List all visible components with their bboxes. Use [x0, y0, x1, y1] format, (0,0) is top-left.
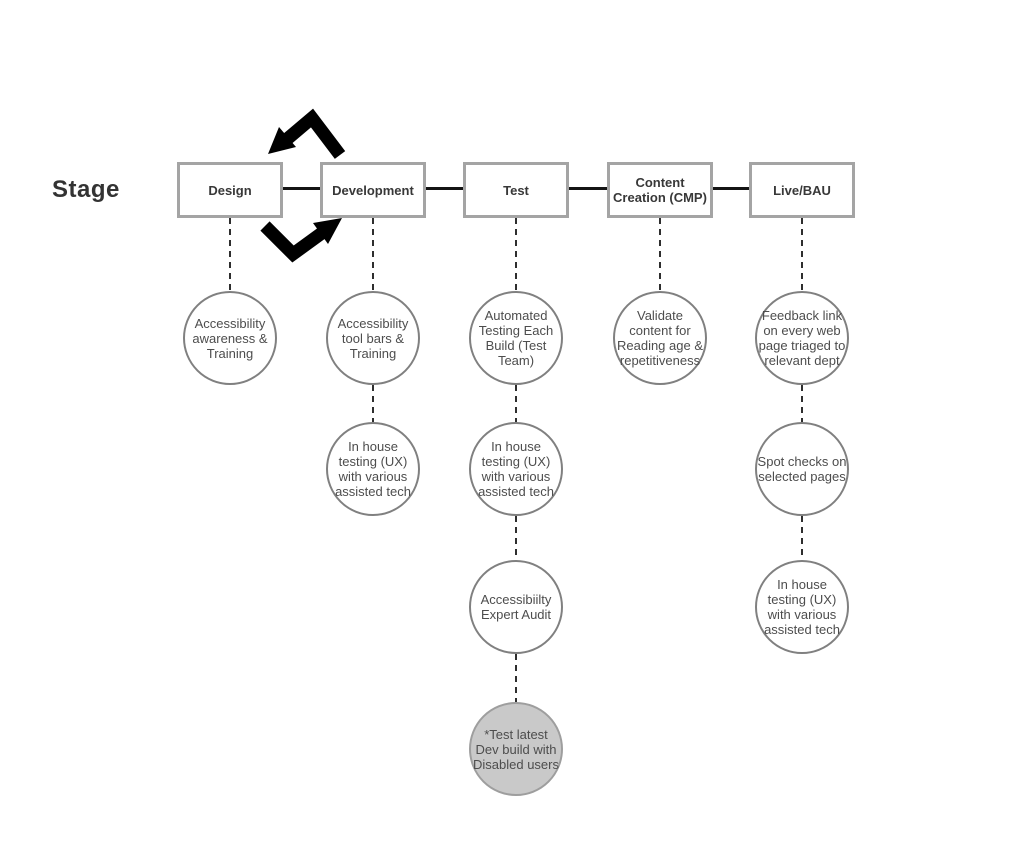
dashed-connector: [801, 218, 803, 291]
dashed-connector: [515, 516, 517, 560]
activity-circle-highlighted: *Test latest Dev build with Disabled use…: [469, 702, 563, 796]
loop-arrow-top-icon: [268, 108, 346, 159]
activity-circle-label: Feedback link on every web page triaged …: [758, 308, 846, 368]
stage-box-label: Design: [208, 182, 252, 198]
dashed-connector: [515, 654, 517, 702]
stage-box-test: Test: [463, 162, 569, 218]
stage-box-development: Development: [320, 162, 426, 218]
dashed-connector: [372, 218, 374, 291]
stage-connector-line: [569, 187, 607, 190]
stage-box-live-bau: Live/BAU: [749, 162, 855, 218]
dashed-connector: [659, 218, 661, 291]
activity-circle: In house testing (UX) with various assis…: [755, 560, 849, 654]
dashed-connector: [515, 218, 517, 291]
activity-circle: Spot checks on selected pages: [755, 422, 849, 516]
activity-circle-label: In house testing (UX) with various assis…: [335, 439, 411, 499]
activity-circle: Accessibility awareness & Training: [183, 291, 277, 385]
stage-box-content-creation-cmp: Content Creation (CMP): [607, 162, 713, 218]
activity-circle-label: *Test latest Dev build with Disabled use…: [473, 726, 559, 772]
loop-arrow-bottom-icon: [260, 218, 342, 263]
activity-circle: Accessibiilty Expert Audit: [469, 560, 563, 654]
activity-circle-label: Accessibility tool bars & Training: [337, 315, 409, 361]
activity-circle-label: Accessibility awareness & Training: [192, 315, 268, 361]
activity-circle: In house testing (UX) with various assis…: [326, 422, 420, 516]
stage-label: Stage: [52, 176, 120, 203]
stage-connector-line: [426, 187, 463, 190]
activity-circle-label: In house testing (UX) with various assis…: [478, 439, 554, 499]
activity-circle-label: In house testing (UX) with various assis…: [764, 577, 840, 637]
activity-circle: Feedback link on every web page triaged …: [755, 291, 849, 385]
stage-box-label: Live/BAU: [773, 182, 831, 198]
activity-circle-label: Validate content for Reading age & repet…: [616, 308, 703, 368]
dashed-connector: [372, 385, 374, 422]
activity-circle: Validate content for Reading age & repet…: [613, 291, 707, 385]
activity-circle-label: Accessibiilty Expert Audit: [480, 592, 552, 622]
dashed-connector: [515, 385, 517, 422]
stage-connector-line: [283, 187, 320, 190]
stage-connector-line: [713, 187, 749, 190]
stage-box-label: Development: [332, 182, 414, 198]
activity-circle-label: Spot checks on selected pages: [757, 454, 847, 484]
stage-box-design: Design: [177, 162, 283, 218]
dashed-connector: [229, 218, 231, 291]
dashed-connector: [801, 516, 803, 560]
activity-circle: Accessibility tool bars & Training: [326, 291, 420, 385]
stage-box-label: Content Creation (CMP): [613, 175, 707, 205]
dashed-connector: [801, 385, 803, 422]
activity-circle: In house testing (UX) with various assis…: [469, 422, 563, 516]
activity-circle-label: Automated Testing Each Build (Test Team): [478, 308, 554, 368]
stage-box-label: Test: [503, 182, 529, 198]
activity-circle: Automated Testing Each Build (Test Team): [469, 291, 563, 385]
